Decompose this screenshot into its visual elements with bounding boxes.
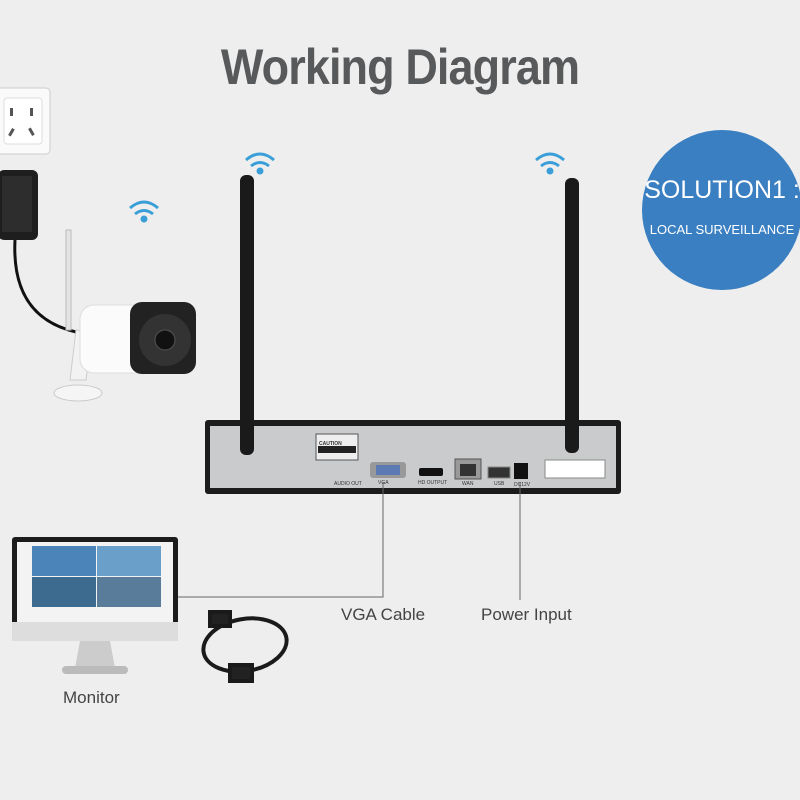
usb-label: USB bbox=[494, 481, 505, 487]
power-adapter-icon bbox=[0, 170, 96, 337]
caution-label: CAUTION bbox=[319, 441, 342, 447]
power-input-label: Power Input bbox=[481, 605, 572, 624]
badge-subtitle: LOCAL SURVEILLANCE bbox=[649, 222, 795, 237]
bullet-camera-icon bbox=[53, 229, 196, 402]
vga-port-label: VGA bbox=[378, 480, 389, 486]
badge-title: SOLUTION1 : bbox=[644, 176, 800, 204]
monitor-label: Monitor bbox=[63, 688, 120, 707]
wan-label: WAN bbox=[462, 481, 474, 487]
hd-output-label: HD OUTPUT bbox=[418, 480, 448, 486]
wifi-icon bbox=[245, 152, 275, 175]
monitor-icon bbox=[12, 537, 178, 674]
audio-out-label: AUDIO OUT bbox=[334, 481, 362, 487]
wifi-icon bbox=[129, 200, 159, 223]
vga-cable-icon bbox=[201, 610, 289, 683]
vga-connection-line bbox=[178, 482, 384, 598]
dc-label: DC12V bbox=[514, 482, 531, 488]
power-outlet-icon bbox=[0, 87, 51, 155]
page-title: Working Diagram bbox=[220, 39, 580, 95]
wifi-icon bbox=[535, 152, 565, 175]
solution-badge: SOLUTION1 : LOCAL SURVEILLANCE bbox=[642, 130, 800, 290]
vga-cable-label: VGA Cable bbox=[341, 605, 426, 624]
nvr-recorder bbox=[205, 175, 621, 494]
